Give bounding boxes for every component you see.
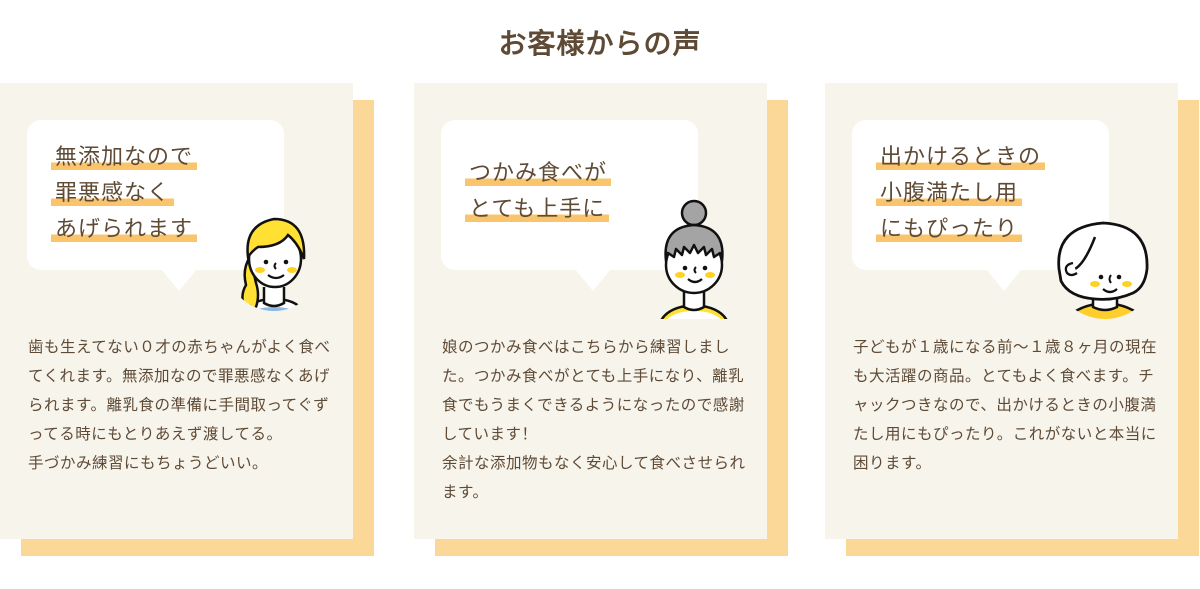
- headline-line: 出かけるときの: [876, 143, 1046, 173]
- speech-bubble-tail: [160, 269, 206, 291]
- speech-bubble: 無添加なので 罪悪感なく あげられます: [27, 120, 284, 270]
- headline-line: 小腹満たし用: [876, 179, 1023, 209]
- speech-bubble-tail: [574, 269, 620, 291]
- speech-bubble: つかみ食べが とても上手に: [441, 120, 698, 270]
- testimonial-text: 娘のつかみ食べはこちらから練習しました。つかみ食べがとても上手になり、離乳食でも…: [442, 333, 747, 507]
- woman-bob-hair-icon: [1057, 221, 1150, 319]
- card-body: 無添加なので 罪悪感なく あげられます: [0, 83, 353, 539]
- woman-yellow-hair-icon: [238, 217, 310, 311]
- headline: 無添加なので 罪悪感なく あげられます: [51, 143, 291, 245]
- headline-line: にもぴったり: [876, 215, 1023, 245]
- speech-bubble-tail: [985, 269, 1031, 291]
- section-title: お客様からの声: [498, 27, 702, 60]
- testimonial-card-2: つかみ食べが とても上手に 娘のつかみ食べはこ: [414, 83, 789, 556]
- testimonial-card-3: 出かけるときの 小腹満たし用 にもぴったり 子ど: [825, 83, 1200, 556]
- testimonial-paragraph: 余計な添加物もなく安心して食べさせられます。: [442, 454, 746, 501]
- headline-line: 無添加なので: [51, 143, 198, 173]
- testimonial-paragraph: 歯も生えてない０才の赤ちゃんがよく食べてくれます。無添加なので罪悪感なくあげられ…: [28, 338, 331, 443]
- headline-line: あげられます: [51, 215, 198, 245]
- headline-line: とても上手に: [465, 195, 610, 225]
- woman-gray-bun-icon: [660, 199, 728, 319]
- headline: つかみ食べが とても上手に: [465, 159, 705, 225]
- headline-line: つかみ食べが: [465, 159, 612, 189]
- testimonial-paragraph: 手づかみ練習にもちょうどいい。: [28, 454, 269, 472]
- testimonial-text: 子どもが１歳になる前〜１歳８ヶ月の現在も大活躍の商品。とてもよく食べます。チャッ…: [853, 333, 1158, 478]
- testimonial-card-1: 無添加なので 罪悪感なく あげられます: [0, 83, 375, 556]
- headline-line: 罪悪感なく: [51, 179, 175, 209]
- headline: 出かけるときの 小腹満たし用 にもぴったり: [876, 143, 1116, 245]
- testimonial-paragraph: 子どもが１歳になる前〜１歳８ヶ月の現在も大活躍の商品。とてもよく食べます。チャッ…: [853, 338, 1158, 472]
- testimonial-text: 歯も生えてない０才の赤ちゃんがよく食べてくれます。無添加なので罪悪感なくあげられ…: [28, 333, 333, 478]
- card-body: つかみ食べが とても上手に 娘のつかみ食べはこ: [414, 83, 767, 539]
- testimonial-paragraph: 娘のつかみ食べはこちらから練習しました。つかみ食べがとても上手になり、離乳食でも…: [442, 338, 745, 443]
- card-body: 出かけるときの 小腹満たし用 にもぴったり 子ど: [825, 83, 1178, 539]
